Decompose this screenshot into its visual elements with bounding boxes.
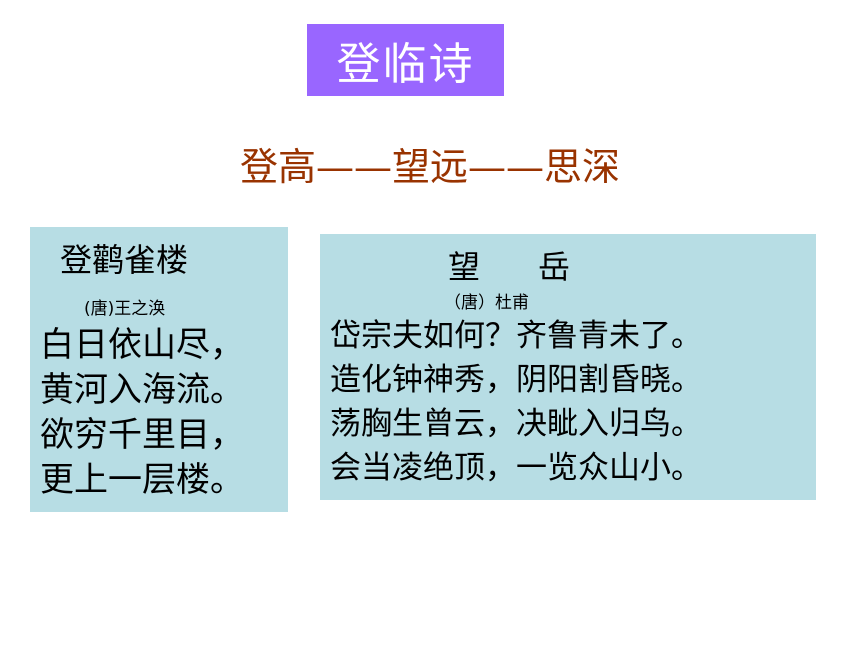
poem-line: 岱宗夫如何？齐鲁青未了。	[330, 318, 702, 354]
slide-title: 登临诗	[307, 24, 504, 96]
poem-line: 造化钟神秀，阴阳割昏晓。	[330, 362, 702, 398]
poem-lines: 岱宗夫如何？齐鲁青未了。 造化钟神秀，阴阳割昏晓。 荡胸生曾云，决眦入归鸟。 会…	[330, 314, 702, 490]
poem-line: 更上一层楼。	[40, 460, 244, 500]
poem-line: 荡胸生曾云，决眦入归鸟。	[330, 406, 702, 442]
poem-card-left: 登鹳雀楼 (唐)王之涣 白日依山尽， 黄河入海流。 欲穷千里目， 更上一层楼。	[30, 227, 288, 512]
poem-line: 白日依山尽，	[40, 325, 244, 365]
slide-subtitle: 登高——望远——思深	[239, 145, 620, 189]
poem-author: (唐)王之涣	[84, 299, 166, 319]
poem-title: 登鹳雀楼	[60, 241, 189, 279]
poem-author: （唐）杜甫	[444, 293, 529, 313]
poem-line: 黄河入海流。	[40, 370, 244, 410]
poem-card-right: 望岳 （唐）杜甫 岱宗夫如何？齐鲁青未了。 造化钟神秀，阴阳割昏晓。 荡胸生曾云…	[320, 234, 816, 500]
poem-lines: 白日依山尽， 黄河入海流。 欲穷千里目， 更上一层楼。	[40, 323, 244, 503]
poem-line: 会当凌绝顶，一览众山小。	[330, 450, 702, 486]
poem-title: 望岳	[448, 248, 629, 286]
poem-line: 欲穷千里目，	[40, 415, 244, 455]
